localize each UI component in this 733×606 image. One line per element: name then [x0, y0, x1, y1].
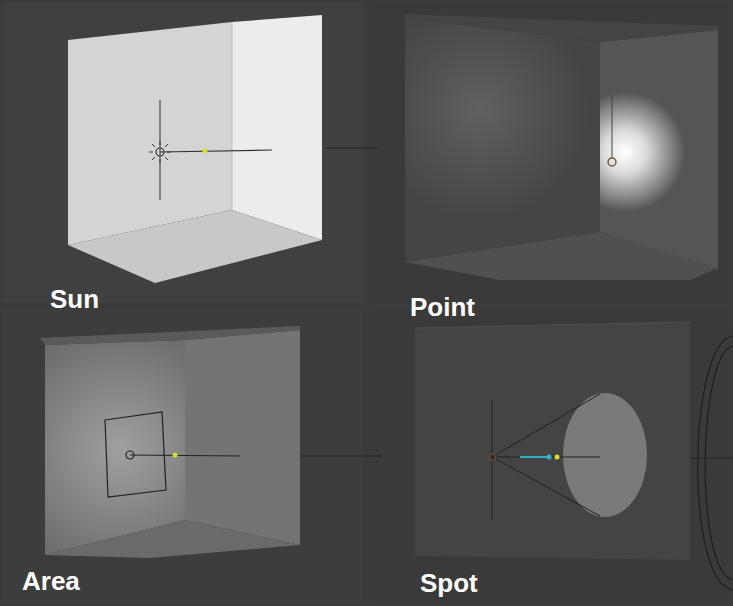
- sun-cube: [68, 15, 322, 283]
- area-lamp: [105, 412, 240, 497]
- area-cube: [40, 326, 300, 558]
- light-type-label: Area: [22, 566, 80, 596]
- point-lamp: [608, 95, 616, 166]
- point-cube: [405, 14, 718, 280]
- light-type-label: Sun: [50, 284, 99, 314]
- spot-lamp: [489, 393, 648, 520]
- sun-lamp: [149, 100, 272, 200]
- light-type-label: Point: [410, 292, 475, 322]
- light-type-label: Spot: [420, 568, 478, 598]
- spot-cube: [415, 322, 690, 560]
